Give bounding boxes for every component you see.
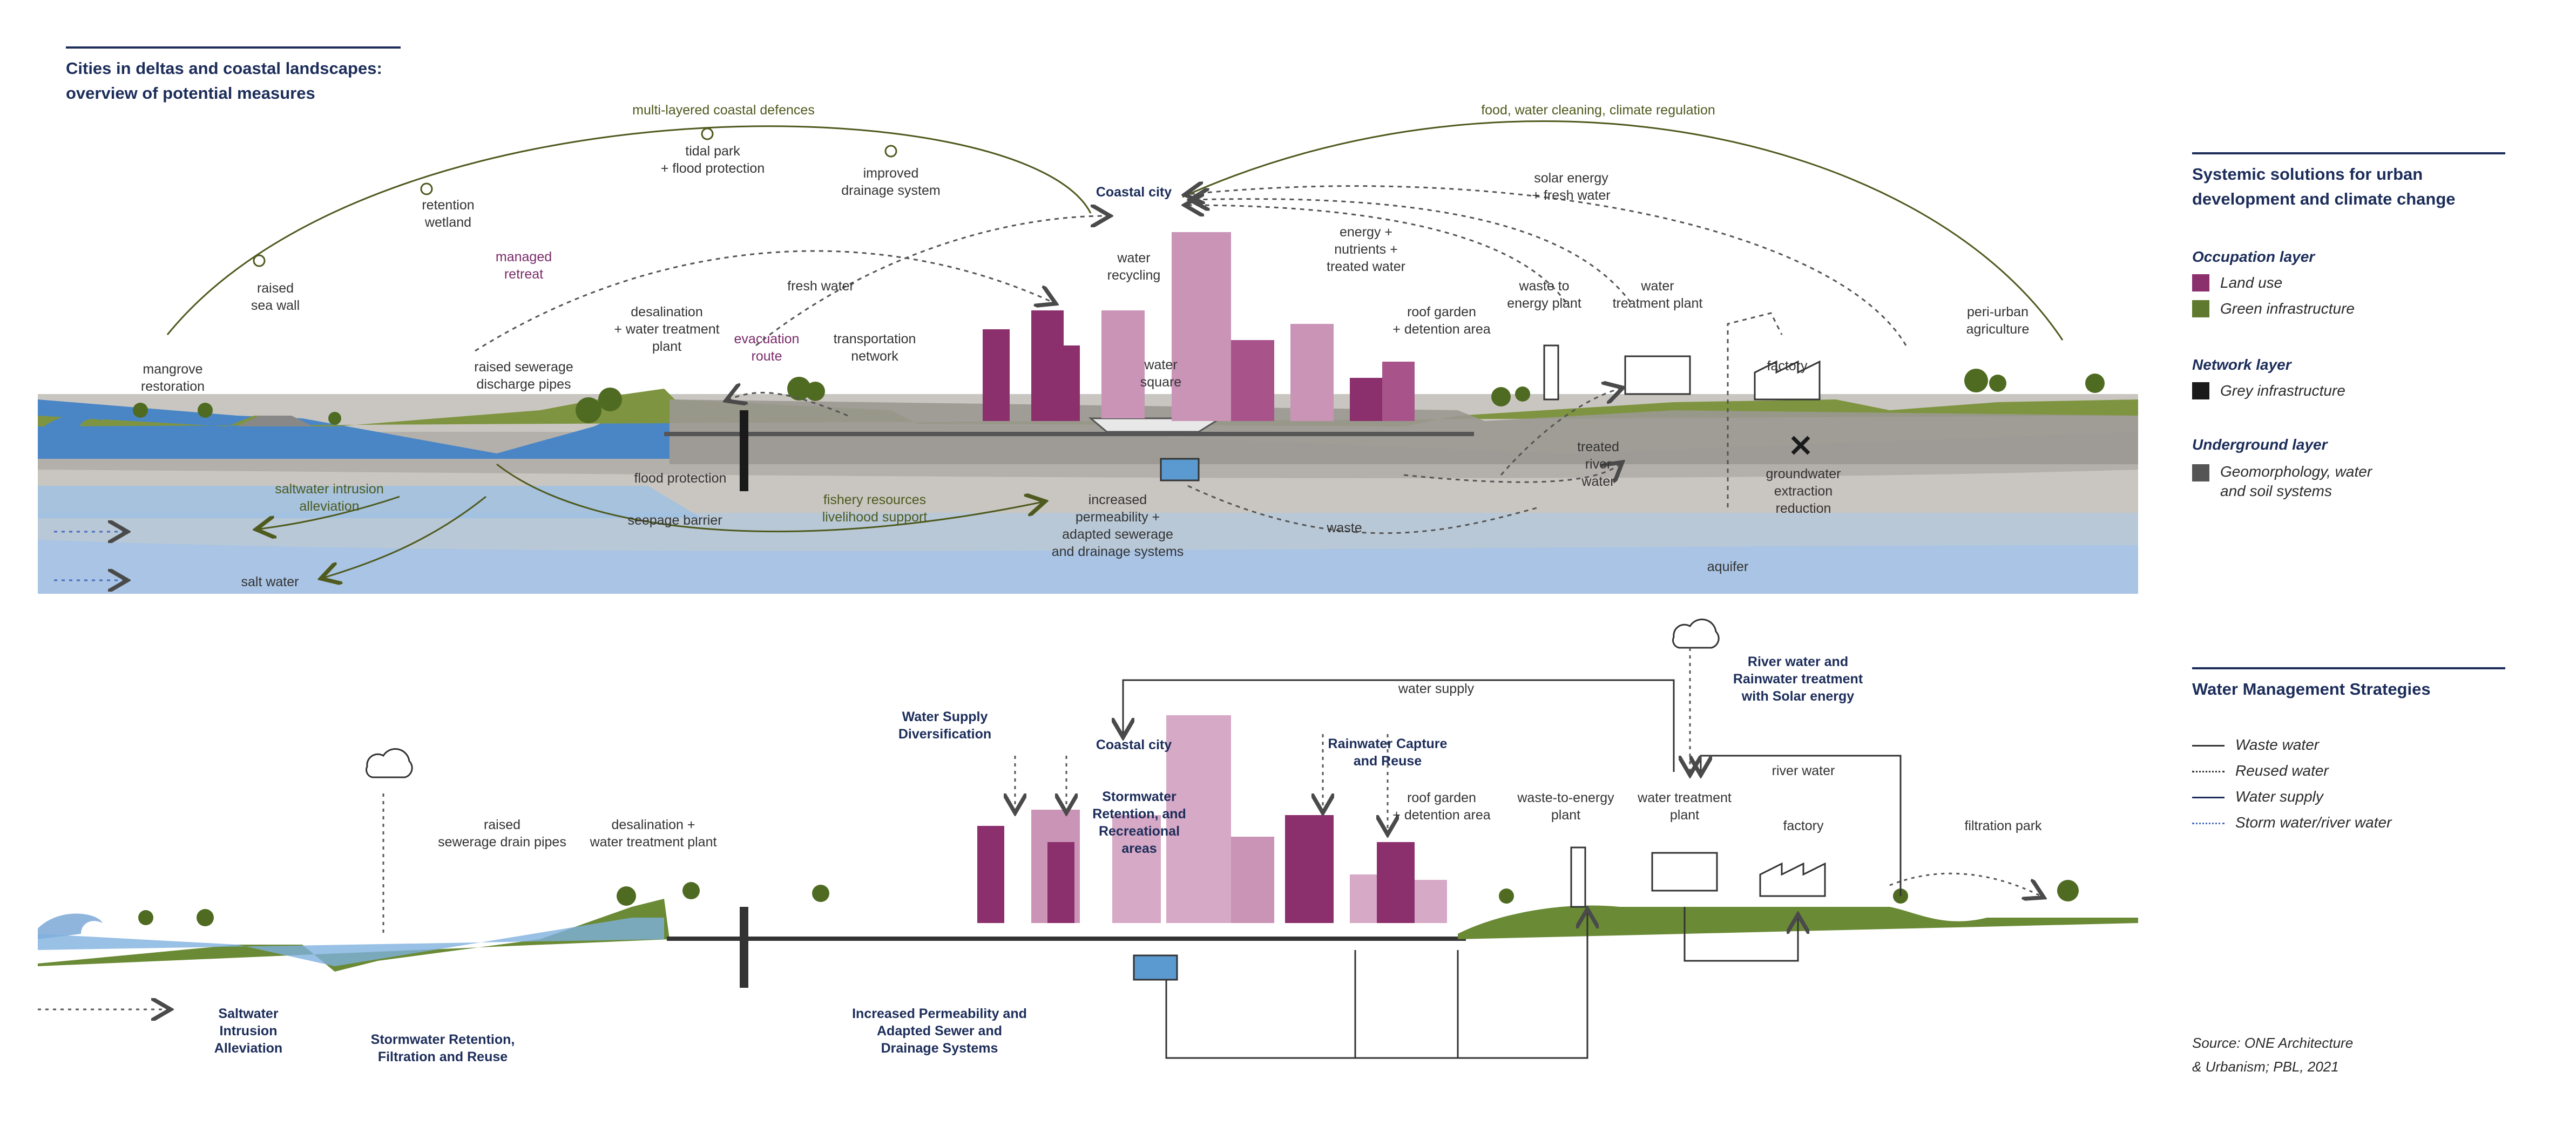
label-fishery: fishery resources livelihood support xyxy=(822,492,928,525)
bottom-green-surface xyxy=(38,899,670,972)
swatch-geomorphology xyxy=(2192,464,2209,481)
label-drainage: improved drainage system xyxy=(841,166,941,198)
swatch-land-use xyxy=(2192,274,2209,291)
legend-underground-layer: Underground layer xyxy=(2192,436,2328,453)
label-flood-protection: flood protection xyxy=(634,471,727,486)
label-fresh-water: fresh water xyxy=(787,279,854,294)
legend-water-supply: Water supply xyxy=(2235,788,2323,805)
legend-green-infra: Green infrastructure xyxy=(2220,300,2355,317)
bottom-trees xyxy=(138,880,2079,926)
label-desalination-top: desalination + water treatment plant xyxy=(614,304,720,354)
label-peri-urban: peri-urban agriculture xyxy=(1966,304,2030,337)
legend-wms-title: Water Management Strategies xyxy=(2192,680,2431,698)
top-section xyxy=(38,120,2138,594)
sea-water xyxy=(38,399,670,459)
line-reused-water xyxy=(2192,771,2225,772)
line-water-supply xyxy=(2192,797,2225,798)
line-waste-water xyxy=(2192,745,2225,747)
label-factory-bottom: factory xyxy=(1783,818,1824,833)
label-water-square: water square xyxy=(1140,357,1182,390)
label-treatment-plant-bottom: water treatment plant xyxy=(1638,790,1732,823)
label-desalination-bottom: desalination + water treatment plant xyxy=(590,817,717,850)
legend-geomorphology: Geomorphology, water and soil systems xyxy=(2220,463,2372,499)
cloud-icon xyxy=(1672,619,1720,649)
label-sea-wall: raised sea wall xyxy=(251,281,300,313)
label-rainwater-capture: Rainwater Capture and Reuse xyxy=(1328,736,1448,769)
label-energy-nutrients: energy + nutrients + treated water xyxy=(1327,225,1405,274)
label-water-supply-line: water supply xyxy=(1398,681,1475,696)
legend-waste-water: Waste water xyxy=(2235,736,2320,753)
label-river-water: river water xyxy=(1772,763,1835,778)
legend-reused-water: Reused water xyxy=(2235,762,2329,779)
label-permeability-bottom: Increased Permeability and Adapted Sewer… xyxy=(852,1006,1027,1056)
legend-storm-water: Storm water/river water xyxy=(2235,814,2392,831)
label-managed-retreat: managed retreat xyxy=(495,249,552,282)
label-raised-sewerage: raised sewerage drain pipes xyxy=(438,817,566,850)
aquifer-water xyxy=(38,540,2138,594)
label-coastal-city-top: Coastal city xyxy=(1096,185,1172,200)
label-waste-energy: waste to energy plant xyxy=(1507,279,1581,311)
swatch-green-infra xyxy=(2192,300,2209,317)
line-storm-water xyxy=(2192,823,2225,824)
legend-occupation-layer: Occupation layer xyxy=(2192,248,2315,265)
label-solar: solar energy + fresh water xyxy=(1532,171,1611,203)
label-permeability-top: increased permeability + adapted sewerag… xyxy=(1051,492,1184,559)
cloud-icon xyxy=(366,748,413,778)
label-filtration-park: filtration park xyxy=(1964,818,2042,833)
arc-coastal-defences xyxy=(166,125,1092,335)
label-groundwater: groundwater extraction reduction xyxy=(1766,466,1841,516)
label-food-water: food, water cleaning, climate regulation xyxy=(1481,103,1715,118)
label-treated-river: treated river water xyxy=(1577,439,1619,489)
label-roof-garden-top: roof garden + detention area xyxy=(1392,304,1491,337)
bottom-buildings xyxy=(977,715,1447,923)
label-multi-layered: multi-layered coastal defences xyxy=(632,103,815,118)
label-stormwater-retention: Stormwater Retention, Filtration and Reu… xyxy=(370,1032,515,1064)
label-waste: waste xyxy=(1327,520,1362,535)
label-roof-garden-bottom: roof garden + detention area xyxy=(1392,790,1491,823)
legend-grey-infra: Grey infrastructure xyxy=(2220,382,2345,399)
label-seepage: seepage barrier xyxy=(627,513,722,528)
label-sewerage-pipes: raised sewerage discharge pipes xyxy=(474,359,573,392)
label-stormwater-areas: Stormwater Retention, and Recreational a… xyxy=(1092,789,1186,856)
top-buildings xyxy=(983,232,1415,421)
label-saltwater-alleviation: Saltwater Intrusion Alleviation xyxy=(214,1006,283,1056)
legend-systemic-title: Systemic solutions for urban development… xyxy=(2192,165,2456,208)
label-wte-plant: waste-to-energy plant xyxy=(1517,790,1614,823)
title-rule xyxy=(66,46,401,49)
swatch-grey-infra xyxy=(2192,382,2209,399)
top-trees xyxy=(133,369,2105,425)
label-mangrove: mangrove restoration xyxy=(140,362,205,394)
label-river-rain: River water and Rainwater treatment with… xyxy=(1733,654,1863,704)
label-treatment-plant-top: water treatment plant xyxy=(1612,279,1703,311)
source-note: Source: ONE Architecture & Urbanism; PBL… xyxy=(2192,1035,2354,1075)
top-network-line xyxy=(664,432,1474,436)
label-factory-top: factory xyxy=(1767,358,1808,374)
page-title: Cities in deltas and coastal landscapes:… xyxy=(66,59,382,103)
label-tidal-park: tidal park + flood protection xyxy=(660,144,765,176)
legend-land-use: Land use xyxy=(2220,274,2283,291)
seepage-barrier xyxy=(740,410,748,491)
label-aquifer: aquifer xyxy=(1707,559,1749,574)
label-coastal-city-bottom: Coastal city xyxy=(1096,737,1172,752)
label-transport: transportation network xyxy=(833,331,916,364)
bottom-section xyxy=(38,619,2138,1059)
label-salt-water: salt water xyxy=(241,574,299,589)
legend-network-layer: Network layer xyxy=(2192,356,2291,373)
label-retention-wetland: retention wetland xyxy=(422,198,475,230)
legend-rule-2 xyxy=(2192,667,2505,669)
arc-food-water xyxy=(1182,120,2064,341)
label-saltwater-intrusion: saltwater intrusion alleviation xyxy=(275,481,384,514)
legend-rule-1 xyxy=(2192,152,2505,154)
label-water-recycling: water recycling xyxy=(1107,250,1161,283)
label-evacuation: evacuation route xyxy=(734,331,800,364)
label-water-supply-div: Water Supply Diversification xyxy=(898,709,992,742)
bottom-network-line xyxy=(667,937,1466,941)
